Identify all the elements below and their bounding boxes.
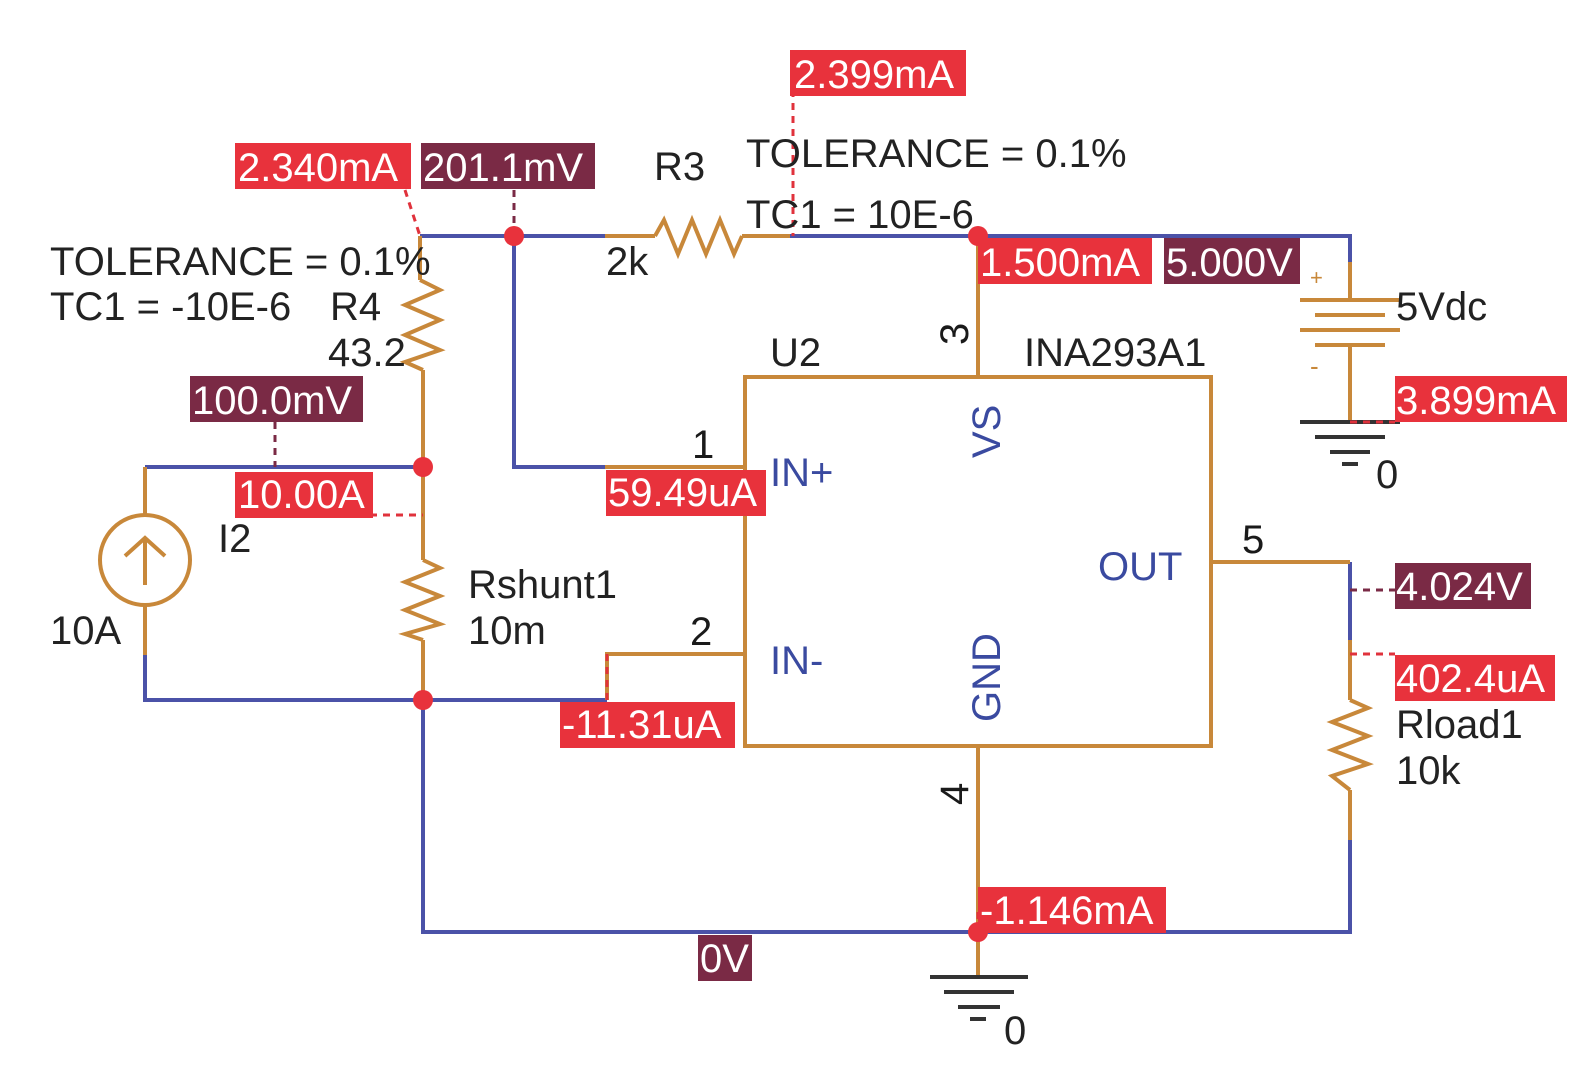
probe-i2-current: 10.00A [238, 473, 365, 517]
probe-ground-voltage: 0V [700, 937, 749, 981]
probe-vs-voltage: 5.000V [1166, 241, 1293, 285]
probe-r4-current: 2.340mA [238, 146, 398, 190]
probe-vsrc-current: 3.899mA [1396, 379, 1556, 423]
probe-in-plus-voltage: 201.1mV [423, 146, 583, 190]
vsrc-value: 5Vdc [1396, 285, 1487, 329]
probe-in-plus-current: 59.49uA [608, 471, 757, 515]
part-labels: R3 2k TOLERANCE = 0.1% TC1 = 10E-6 TOLER… [50, 132, 1523, 1053]
in-minus-lead [605, 652, 745, 700]
voltage-probe-labels: 201.1mV 5.000V 100.0mV 4.024V 0V [190, 143, 1531, 981]
probe-rload-current: 402.4uA [1396, 657, 1545, 701]
probe-in-minus-current: -11.31uA [562, 703, 722, 747]
r4-value: 43.2 [328, 331, 406, 375]
wire-in-plus [512, 236, 605, 469]
wire-i2-bottom [143, 655, 607, 702]
pin-name-out: OUT [1098, 545, 1182, 589]
r3-value: 2k [606, 240, 649, 284]
r3-tolerance: TOLERANCE = 0.1% [746, 132, 1127, 176]
rshunt-value: 10m [468, 609, 546, 653]
u2-name: U2 [770, 331, 821, 375]
probe-vs-current: 1.500mA [980, 241, 1140, 285]
junction-dot [413, 690, 433, 710]
i2-value: 10A [50, 609, 121, 653]
probe-gnd-current: -1.146mA [980, 889, 1154, 933]
rshunt-resistor-symbol [398, 558, 447, 642]
i2-name: I2 [218, 517, 251, 561]
ic-u2-body [743, 375, 1213, 748]
r3-resistor-symbol [653, 214, 744, 260]
r3-name: R3 [654, 145, 705, 189]
probe-out-voltage: 4.024V [1396, 565, 1523, 609]
probe-r3-current: 2.399mA [794, 53, 954, 97]
i2-arrow-icon [123, 535, 167, 585]
u2-model: INA293A1 [1024, 331, 1206, 375]
rload-resistor-symbol [1326, 698, 1374, 792]
pin-number-4: 4 [933, 783, 977, 805]
pin-number-5: 5 [1242, 518, 1264, 562]
battery-5vdc: + - [1300, 265, 1400, 381]
pin-name-gnd: GND [965, 633, 1009, 722]
pin-number-1: 1 [692, 423, 714, 467]
ground-symbol-bottom [930, 932, 1028, 1021]
battery-minus-sign: - [1310, 351, 1319, 381]
junction-dot [413, 457, 433, 477]
current-source-i2 [98, 467, 192, 655]
ground-top-label: 0 [1376, 453, 1398, 497]
r4-resistor-symbol [399, 278, 446, 372]
pin-number-3: 3 [933, 323, 977, 345]
rload-name: Rload1 [1396, 703, 1523, 747]
pin-number-2: 2 [690, 610, 712, 654]
pin-name-in-plus: IN+ [770, 451, 833, 495]
junctions [413, 226, 988, 942]
ground-bottom-label: 0 [1004, 1009, 1026, 1053]
pin-name-vs: VS [965, 405, 1009, 458]
r3-tc1: TC1 = 10E-6 [746, 193, 974, 237]
junction-dot [504, 226, 524, 246]
ic-pins: 1 2 3 4 5 IN+ IN- VS GND OUT [690, 323, 1264, 805]
battery-plus-sign: + [1310, 265, 1323, 290]
rload-value: 10k [1396, 749, 1461, 793]
probe-shunt-voltage: 100.0mV [192, 379, 352, 423]
r4-tc1: TC1 = -10E-6 [50, 285, 291, 329]
wire-gnd-left [421, 700, 978, 934]
r4-name: R4 [330, 285, 381, 329]
rshunt-name: Rshunt1 [468, 563, 617, 607]
current-probe-labels: 2.399mA 2.340mA 1.500mA 3.899mA 10.00A 5… [235, 50, 1567, 933]
r4-tolerance: TOLERANCE = 0.1% [50, 240, 431, 284]
pin-name-in-minus: IN- [770, 639, 823, 683]
